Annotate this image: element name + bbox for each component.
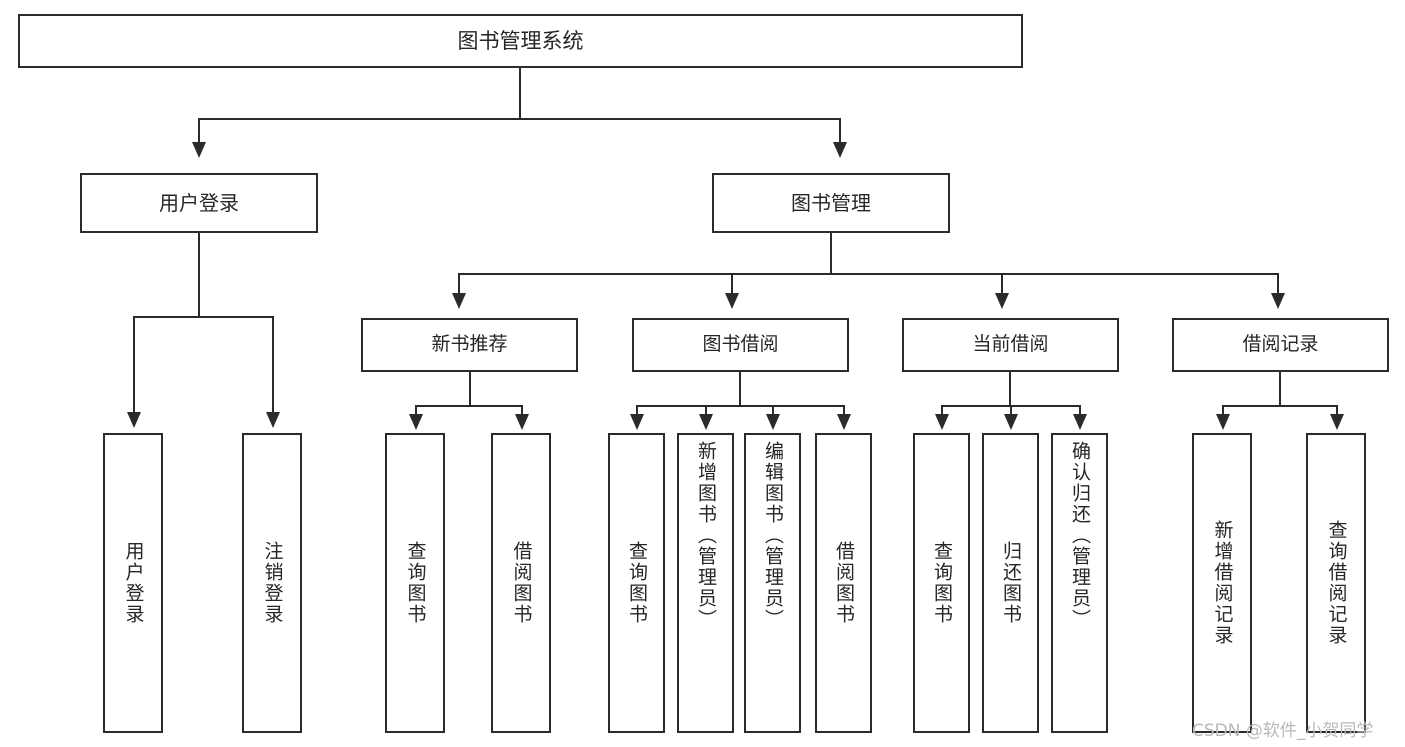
connector-cb-drop-1: [941, 405, 943, 419]
watermark-text: CSDN @软件_小贺同学: [1192, 721, 1374, 741]
connector-bb-drop-4: [843, 405, 845, 419]
leaf-cb-query-book[interactable]: 查询图书: [913, 433, 970, 733]
leaf-label: 编辑图书（管理员）: [762, 441, 784, 630]
arrow-icon-to-new-book-recommend: [452, 293, 466, 309]
node-book-borrow[interactable]: 图书借阅: [632, 318, 849, 372]
connector-nbr-bus: [415, 405, 523, 407]
arrow-icon-to-leaf-logout: [266, 412, 280, 428]
node-label: 图书借阅: [702, 333, 779, 356]
arrow-icon-nbr-leaf-2: [515, 414, 529, 430]
node-user-login[interactable]: 用户登录: [80, 173, 318, 233]
leaf-label: 查询图书: [626, 541, 648, 625]
arrow-icon-cb-leaf-2: [1004, 414, 1018, 430]
leaf-bb-add-book-admin[interactable]: 新增图书（管理员）: [677, 433, 734, 733]
connector-cb-stem: [1009, 372, 1011, 405]
leaf-label: 查询图书: [404, 541, 427, 625]
connector-nbr-drop-1: [415, 405, 417, 419]
leaf-label: 确认归还（管理员）: [1069, 441, 1091, 630]
node-new-book-recommend[interactable]: 新书推荐: [361, 318, 578, 372]
node-label: 图书管理系统: [457, 28, 584, 53]
leaf-label: 归还图书: [1000, 541, 1022, 625]
connector-bm-drop-3: [1001, 273, 1003, 297]
connector-book-management-bus: [458, 273, 1278, 275]
node-book-management[interactable]: 图书管理: [712, 173, 950, 233]
arrow-icon-bb-leaf-1: [630, 414, 644, 430]
leaf-label: 注销登录: [261, 541, 284, 625]
connector-root-bus: [198, 118, 840, 120]
leaf-br-query-record[interactable]: 查询借阅记录: [1306, 433, 1366, 733]
node-borrow-record[interactable]: 借阅记录: [1172, 318, 1389, 372]
connector-nbr-drop-2: [521, 405, 523, 419]
connector-user-login-bus: [133, 316, 273, 318]
node-label: 图书管理: [791, 190, 871, 215]
leaf-label: 用户登录: [122, 541, 145, 625]
connector-user-login-drop-2: [272, 316, 274, 416]
arrow-icon-to-leaf-user-login: [127, 412, 141, 428]
connector-bm-drop-1: [458, 273, 460, 297]
connector-nbr-stem: [469, 372, 471, 405]
connector-book-management-stem: [830, 233, 832, 273]
connector-root-drop-2: [839, 118, 841, 146]
leaf-br-add-record[interactable]: 新增借阅记录: [1192, 433, 1252, 733]
connector-br-drop-2: [1336, 405, 1338, 419]
connector-br-stem: [1279, 372, 1281, 405]
connector-root-drop-1: [198, 118, 200, 146]
connector-cb-drop-3: [1079, 405, 1081, 419]
leaf-bb-borrow-book[interactable]: 借阅图书: [815, 433, 872, 733]
arrow-icon-bb-leaf-2: [699, 414, 713, 430]
leaf-cb-confirm-return-admin[interactable]: 确认归还（管理员）: [1051, 433, 1108, 733]
arrow-icon-to-borrow-record: [1271, 293, 1285, 309]
connector-bb-drop-3: [772, 405, 774, 419]
leaf-logout[interactable]: 注销登录: [242, 433, 302, 733]
leaf-label: 借阅图书: [833, 541, 855, 625]
arrow-icon-to-current-borrow: [995, 293, 1009, 309]
arrow-icon-br-leaf-2: [1330, 414, 1344, 430]
connector-bm-drop-2: [731, 273, 733, 297]
node-label: 借阅记录: [1242, 333, 1319, 356]
connector-bm-drop-4: [1277, 273, 1279, 297]
node-root-book-management-system[interactable]: 图书管理系统: [18, 14, 1023, 68]
leaf-user-login[interactable]: 用户登录: [103, 433, 163, 733]
arrow-icon-root-to-user-login: [192, 142, 206, 158]
leaf-bb-query-book[interactable]: 查询图书: [608, 433, 665, 733]
connector-bb-drop-2: [705, 405, 707, 419]
node-current-borrow[interactable]: 当前借阅: [902, 318, 1119, 372]
leaf-cb-return-book[interactable]: 归还图书: [982, 433, 1039, 733]
arrow-icon-cb-leaf-3: [1073, 414, 1087, 430]
connector-bb-bus: [636, 405, 845, 407]
leaf-bb-edit-book-admin[interactable]: 编辑图书（管理员）: [744, 433, 801, 733]
arrow-icon-br-leaf-1: [1216, 414, 1230, 430]
connector-br-drop-1: [1222, 405, 1224, 419]
connector-user-login-stem: [198, 233, 200, 316]
connector-bb-drop-1: [636, 405, 638, 419]
node-label: 当前借阅: [972, 333, 1049, 356]
arrow-icon-to-book-borrow: [725, 293, 739, 309]
connector-bb-stem: [739, 372, 741, 405]
connector-user-login-drop-1: [133, 316, 135, 416]
leaf-label: 借阅图书: [510, 541, 533, 625]
node-label: 新书推荐: [431, 333, 508, 356]
leaf-label: 查询图书: [931, 541, 953, 625]
leaf-nbr-query-book[interactable]: 查询图书: [385, 433, 445, 733]
connector-br-bus: [1222, 405, 1338, 407]
leaf-label: 新增借阅记录: [1211, 520, 1234, 646]
arrow-icon-cb-leaf-1: [935, 414, 949, 430]
arrow-icon-nbr-leaf-1: [409, 414, 423, 430]
leaf-label: 新增图书（管理员）: [695, 441, 717, 630]
leaf-nbr-borrow-book[interactable]: 借阅图书: [491, 433, 551, 733]
arrow-icon-bb-leaf-3: [766, 414, 780, 430]
node-label: 用户登录: [159, 190, 239, 215]
connector-cb-drop-2: [1010, 405, 1012, 419]
connector-root-stem: [519, 68, 521, 118]
leaf-label: 查询借阅记录: [1325, 520, 1348, 646]
arrow-icon-root-to-book-management: [833, 142, 847, 158]
arrow-icon-bb-leaf-4: [837, 414, 851, 430]
